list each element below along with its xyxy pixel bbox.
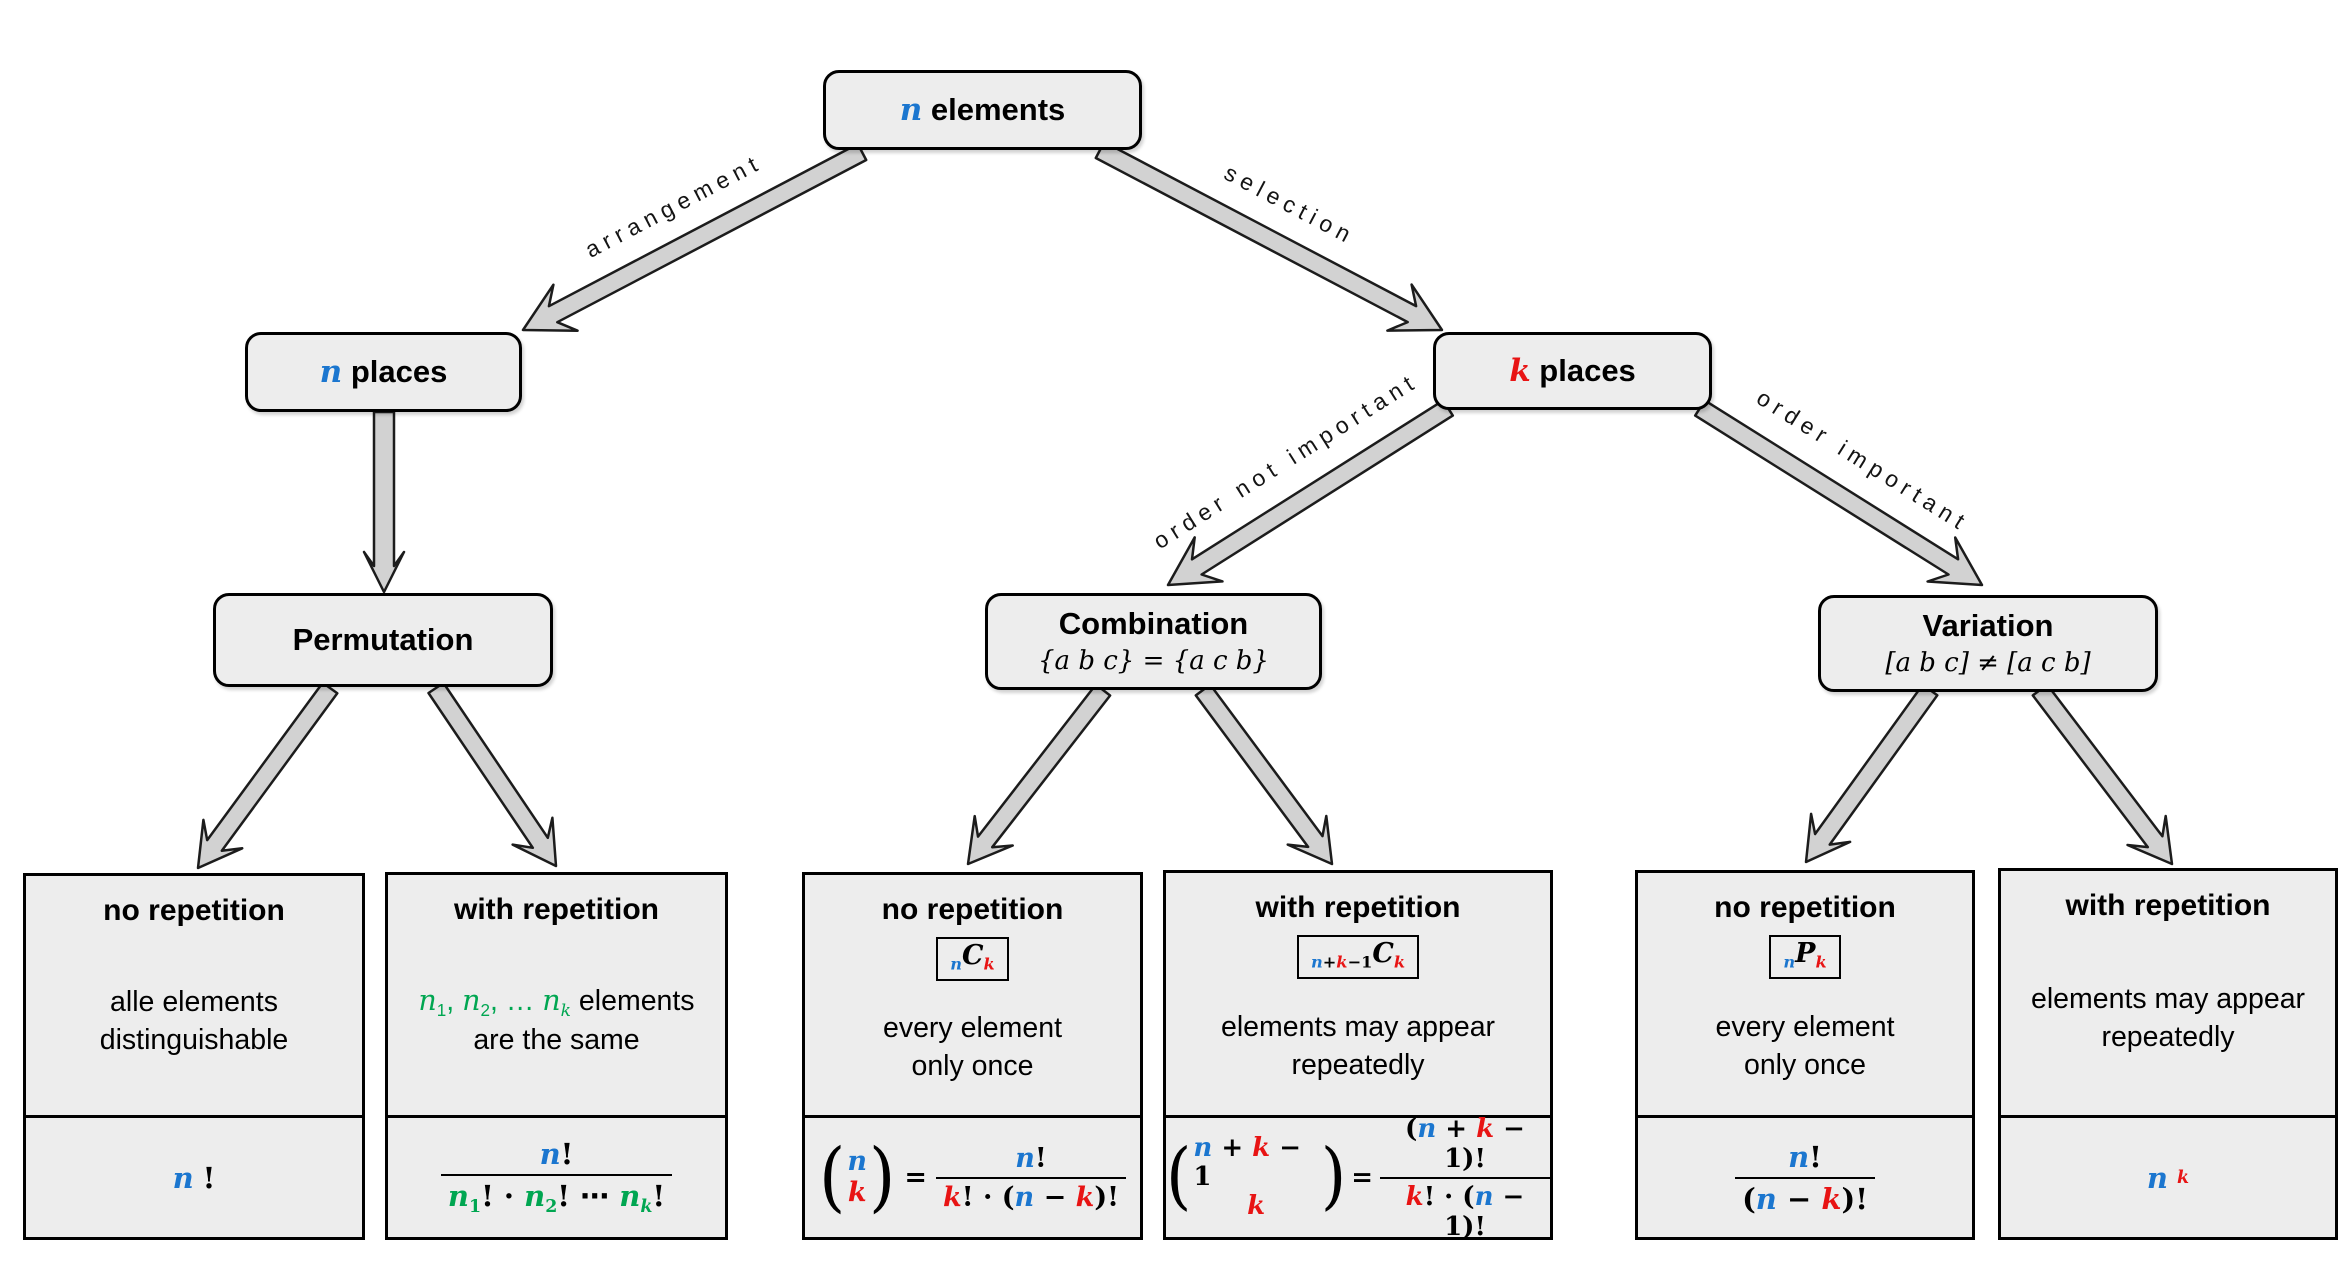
formula: n!n1! · n2! ⋯ nk! [440, 1137, 673, 1218]
leaf-title: no repetition [103, 894, 285, 927]
leaf-formula-section: n!(n − k)! [1638, 1115, 1972, 1237]
leaf-formula-section: n! [26, 1115, 362, 1237]
arrow-permutation-to-no-repetition [196, 681, 339, 870]
leaf-description: alle elements distinguishable [99, 985, 289, 1056]
arrow-arrangement [521, 142, 868, 332]
node-combination: Combination {a b c} = {a c b} [985, 593, 1322, 690]
node-permutation-title: Permutation [292, 621, 474, 657]
arrow-order-important [1693, 399, 1984, 587]
node-variation-title: Variation [1922, 608, 2054, 644]
leaf-formula-section: n!n1! · n2! ⋯ nk! [388, 1115, 725, 1237]
leaf-description: every element only once [882, 1012, 1062, 1082]
leaf-variation-no-repetition: no repetition nPk every element only onc… [1635, 870, 1975, 1240]
node-n-elements-title: n elements [899, 91, 1066, 128]
arrow-n-places-to-permutation [362, 410, 406, 594]
node-variation: Variation [a b c] ≠ [a c b] [1818, 595, 2158, 692]
arrow-variation-to-with-repetition [2031, 683, 2174, 866]
leaf-permutation-no-repetition: no repetition alle elements distinguisha… [23, 873, 365, 1240]
formula: n!(n − k)! [1735, 1140, 1875, 1216]
node-permutation: Permutation [213, 593, 553, 687]
leaf-description: elements may appear repeatedly [2030, 983, 2306, 1053]
leaf-title: with repetition [1255, 891, 1461, 924]
leaf-permutation-with-repetition: with repetition n1, n2, … nk elements ar… [385, 872, 728, 1240]
leaf-combination-with-repetition: with repetition n+k−1Ck elements may app… [1163, 870, 1553, 1242]
nCk-symbol-badge: nCk [936, 937, 1009, 981]
node-n-places-title: n places [319, 353, 448, 390]
leaf-title: no repetition [881, 893, 1064, 926]
leaf-combination-no-repetition: no repetition nCk every element only onc… [802, 872, 1143, 1240]
node-combination-title: Combination [1058, 606, 1249, 642]
node-n-elements: n elements [823, 70, 1142, 150]
formula: n! [172, 1160, 216, 1195]
arrow-variation-to-no-repetition [1804, 683, 1939, 864]
node-k-places-title: k places [1509, 352, 1636, 389]
leaf-title: no repetition [1714, 891, 1896, 924]
node-n-places: n places [245, 332, 522, 412]
leaf-variation-with-repetition: with repetition elements may appear repe… [1998, 868, 2338, 1240]
node-variation-subtitle: [a b c] ≠ [a c b] [1885, 647, 2091, 678]
arrow-permutation-to-with-repetition [427, 681, 558, 868]
arrow-selection [1094, 140, 1444, 332]
leaf-description: n1, n2, … nk elements are the same [418, 983, 695, 1057]
node-combination-subtitle: {a b c} = {a c b} [1038, 645, 1269, 676]
leaf-title: with repetition [454, 893, 659, 926]
arrow-order-not-important [1166, 399, 1455, 587]
leaf-description: every element only once [1715, 1011, 1895, 1081]
arrow-combination-to-with-repetition [1194, 683, 1334, 866]
leaf-description: elements may appear repeatedly [1220, 1011, 1496, 1081]
n+k-1Ck-symbol-badge: n+k−1Ck [1296, 935, 1420, 979]
nPk-symbol-badge: nPk [1769, 935, 1841, 979]
leaf-title: with repetition [2065, 889, 2271, 922]
arrow-combination-to-no-repetition [966, 683, 1112, 866]
node-k-places: k places [1433, 332, 1712, 410]
